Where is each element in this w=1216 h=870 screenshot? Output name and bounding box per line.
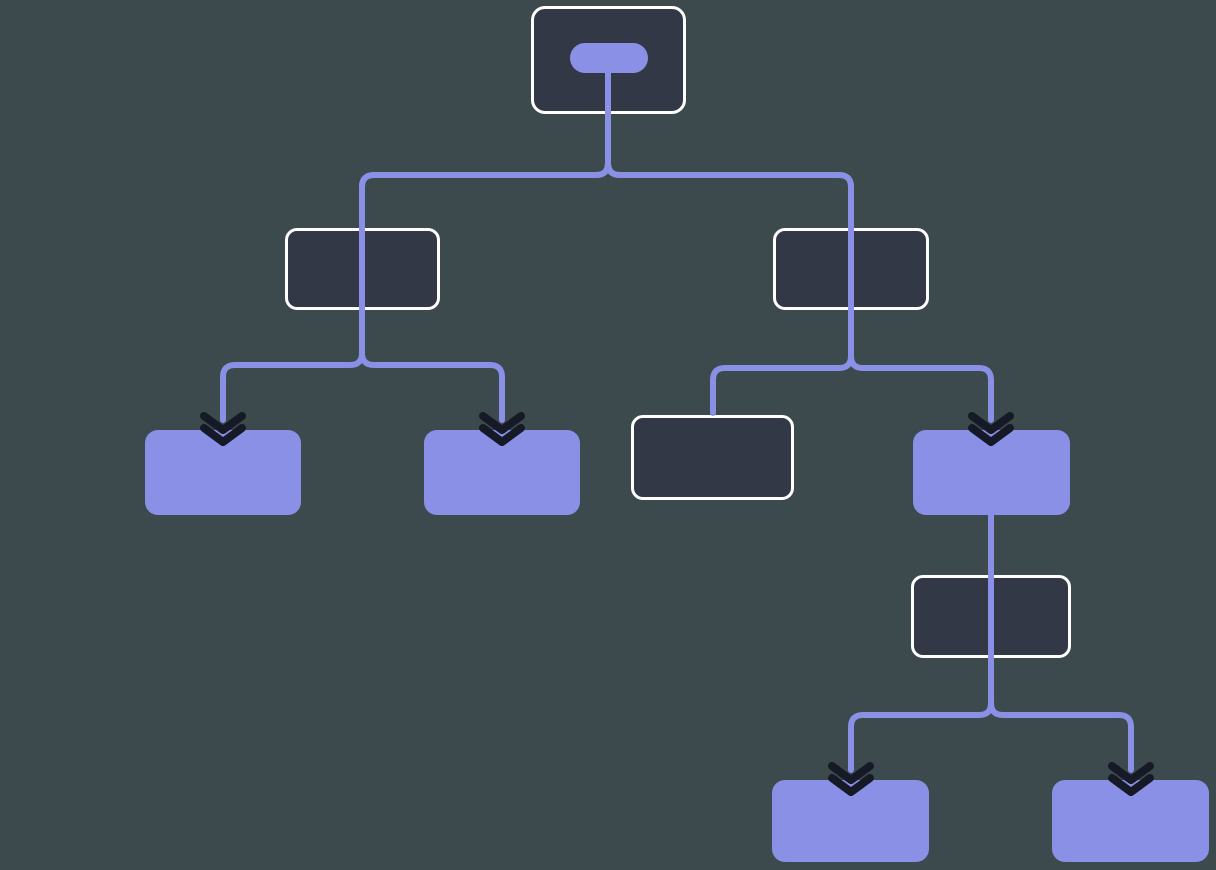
- tree-node-branch-lower[interactable]: [911, 575, 1071, 658]
- tree-node-leaf-dark[interactable]: [631, 415, 794, 500]
- tree-node-leaf-purple-5[interactable]: [1052, 780, 1209, 862]
- tree-node-leaf-purple-1[interactable]: [145, 430, 301, 515]
- tree-node-branch-left[interactable]: [285, 228, 440, 310]
- tree-node-leaf-purple-4[interactable]: [772, 780, 929, 862]
- tree-node-leaf-purple-2[interactable]: [424, 430, 580, 515]
- tree-node-leaf-purple-3[interactable]: [913, 430, 1070, 515]
- tree-node-root[interactable]: [531, 6, 686, 114]
- node-skeleton-pill: [569, 43, 648, 73]
- tree-node-branch-right[interactable]: [773, 228, 929, 310]
